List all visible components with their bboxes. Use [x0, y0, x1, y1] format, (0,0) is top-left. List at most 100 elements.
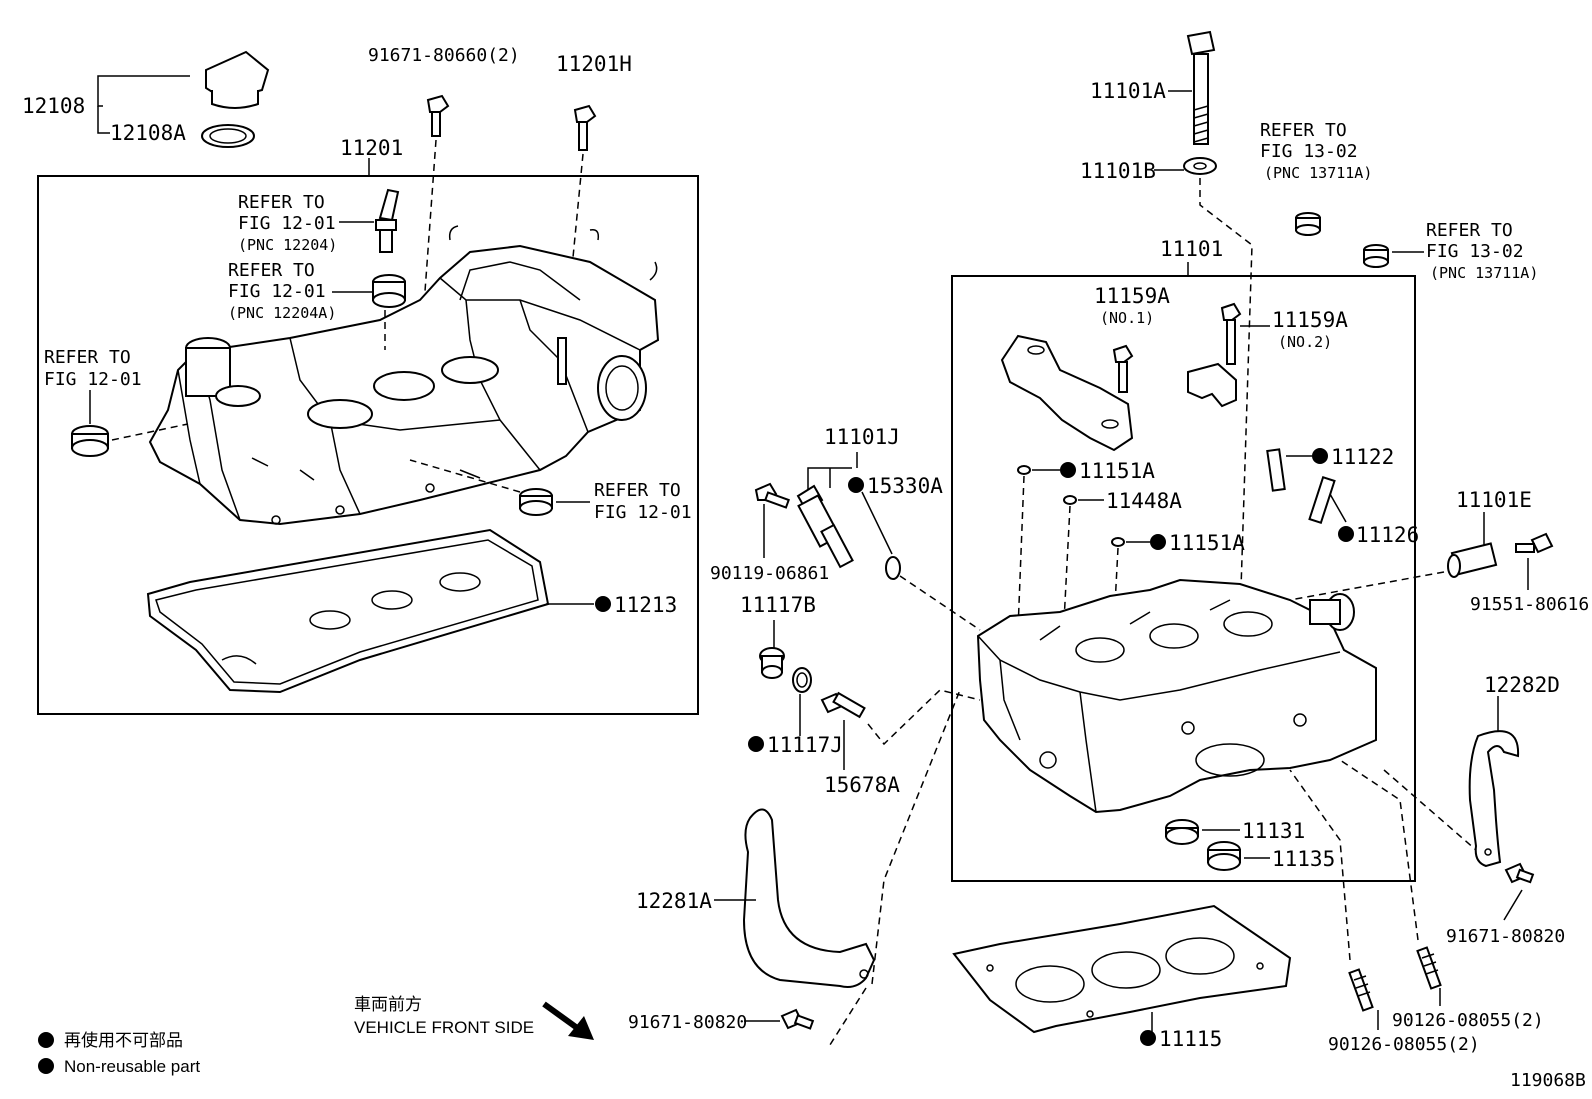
- oil-filler-cap-part: [201, 50, 270, 148]
- bearing-cap-no1-part: [1000, 334, 1134, 452]
- callout-15330A: 15330A: [867, 474, 943, 498]
- callout-11117J: 11117J: [767, 733, 843, 757]
- non-reusable-marker-11117J: [748, 736, 764, 752]
- head-bolt-washer-part: [1183, 157, 1217, 175]
- callout-11159A-no2-sub: (NO.2): [1278, 333, 1332, 351]
- cylinder-head-cover-frame: [37, 175, 699, 715]
- cylinder-head-gasket-part: [952, 904, 1292, 1034]
- plug-13711A-part-1: [1295, 212, 1321, 236]
- svg-text:FIG 12-01: FIG 12-01: [44, 369, 142, 390]
- sensor-bolt-part: [1515, 532, 1554, 554]
- svg-text:FIG 12-01: FIG 12-01: [228, 281, 326, 302]
- refer-note-6: REFER TO FIG 13-02 (PNC 13711A): [1426, 220, 1538, 282]
- callout-90126-08055-a: 90126-08055(2): [1328, 1034, 1480, 1055]
- non-reusable-marker-11115: [1140, 1030, 1156, 1046]
- svg-text:(PNC 13711A): (PNC 13711A): [1430, 264, 1538, 282]
- non-reusable-marker-11122: [1312, 448, 1328, 464]
- non-reusable-marker-11126: [1338, 526, 1354, 542]
- pcv-valve-part: [375, 188, 400, 253]
- callout-11151A-2: 11151A: [1169, 531, 1245, 555]
- non-reusable-marker-15330A: [848, 477, 864, 493]
- plug-part-right: [519, 488, 553, 516]
- direction-label-jp: 車両前方: [354, 995, 422, 1014]
- straight-pin-part-2: [1063, 495, 1077, 505]
- callout-11117B: 11117B: [740, 593, 816, 617]
- callout-11159A-no1: 11159A: [1094, 284, 1170, 308]
- refer-note-3: REFER TO FIG 12-01: [44, 347, 142, 390]
- callout-11126: 11126: [1356, 523, 1419, 547]
- cylinder-head-part: [976, 578, 1377, 814]
- callout-12282D: 12282D: [1484, 673, 1560, 697]
- callout-11122: 11122: [1331, 445, 1394, 469]
- callout-91671-80660: 91671-80660(2): [368, 45, 520, 66]
- svg-text:FIG 12-01: FIG 12-01: [238, 213, 336, 234]
- union-bolt-15678A-part: [820, 691, 866, 719]
- callout-90126-08055-b: 90126-08055(2): [1392, 1010, 1544, 1031]
- callout-11213: 11213: [614, 593, 677, 617]
- svg-text:(PNC 12204A): (PNC 12204A): [228, 304, 336, 322]
- callout-11131: 11131: [1242, 819, 1305, 843]
- callout-90119-06861: 90119-06861: [710, 563, 829, 584]
- head-cover-gasket-part: [146, 528, 550, 694]
- straight-pin-part-1: [1017, 465, 1031, 475]
- non-reusable-marker-11213: [595, 596, 611, 612]
- refer-note-5: REFER TO FIG 13-02 (PNC 13711A): [1260, 120, 1372, 182]
- valve-guide-part-1: [1266, 448, 1286, 492]
- legend-marker-icon-2: [38, 1058, 54, 1074]
- cylinder-head-frame: [951, 275, 1416, 882]
- svg-text:FIG 12-01: FIG 12-01: [594, 502, 692, 523]
- callout-12108: 12108: [22, 94, 85, 118]
- callout-11159A-no1-sub: (NO.1): [1100, 309, 1154, 327]
- sensor-11101E-part: [1447, 542, 1498, 578]
- valve-guide-part-2: [1308, 475, 1336, 525]
- non-reusable-marker-11151A-1: [1060, 462, 1076, 478]
- legend-label-en: Non-reusable part: [64, 1057, 200, 1076]
- svg-text:FIG 13-02: FIG 13-02: [1260, 141, 1358, 162]
- callout-11448A: 11448A: [1106, 489, 1182, 513]
- svg-text:REFER TO: REFER TO: [44, 347, 131, 368]
- cam-cap-bolt-part-2: [1220, 302, 1242, 365]
- callout-11115: 11115: [1159, 1027, 1222, 1051]
- non-reusable-marker-11151A-2: [1150, 534, 1166, 550]
- legend-label-jp: 再使用不可部品: [64, 1030, 183, 1050]
- callout-11135: 11135: [1272, 847, 1335, 871]
- svg-text:FIG 13-02: FIG 13-02: [1426, 241, 1524, 262]
- plug-11131-part: [1165, 819, 1199, 845]
- gasket-11117J-part: [792, 667, 812, 693]
- bearing-cap-no2-part: [1187, 362, 1237, 408]
- svg-text:(PNC 12204): (PNC 12204): [238, 236, 337, 254]
- grommet-part: [372, 274, 406, 308]
- callout-12281A: 12281A: [636, 889, 712, 913]
- callout-11101J: 11101J: [824, 425, 900, 449]
- cover-bolt-part: [426, 94, 450, 137]
- head-bolt-part: [1186, 30, 1216, 145]
- plug-11135-part: [1207, 841, 1241, 871]
- oil-control-valve-part: [796, 484, 854, 569]
- callout-12108A: 12108A: [110, 121, 186, 145]
- engine-hanger-12281A-part: [742, 808, 876, 988]
- legend-marker-icon: [38, 1032, 54, 1048]
- cylinder-head-cover-part: [148, 225, 660, 526]
- svg-text:REFER TO: REFER TO: [1426, 220, 1513, 241]
- refer-note-2: REFER TO FIG 12-01 (PNC 12204A): [228, 260, 336, 322]
- callout-11101A: 11101A: [1090, 79, 1166, 103]
- cam-cap-bolt-part-1: [1112, 344, 1134, 393]
- callout-91551-80616: 91551-80616: [1470, 594, 1589, 615]
- hanger-bolt-part-right: [1504, 862, 1535, 884]
- callout-11201H: 11201H: [556, 52, 632, 76]
- callout-11151A-1: 11151A: [1079, 459, 1155, 483]
- refer-note-1: REFER TO FIG 12-01 (PNC 12204): [238, 192, 337, 254]
- svg-text:REFER TO: REFER TO: [594, 480, 681, 501]
- callout-11101B: 11101B: [1080, 159, 1156, 183]
- svg-text:REFER TO: REFER TO: [228, 260, 315, 281]
- refer-note-4: REFER TO FIG 12-01: [594, 480, 692, 523]
- callout-15678A: 15678A: [824, 773, 900, 797]
- plug-part-left: [71, 425, 109, 457]
- o-ring-15330A-part: [885, 556, 901, 580]
- callout-11201: 11201: [340, 136, 403, 160]
- plug-11117B-part: [759, 647, 785, 679]
- engine-hanger-12282D-part: [1468, 730, 1520, 868]
- plug-13711A-part-2: [1363, 244, 1389, 268]
- callout-11101E: 11101E: [1456, 488, 1532, 512]
